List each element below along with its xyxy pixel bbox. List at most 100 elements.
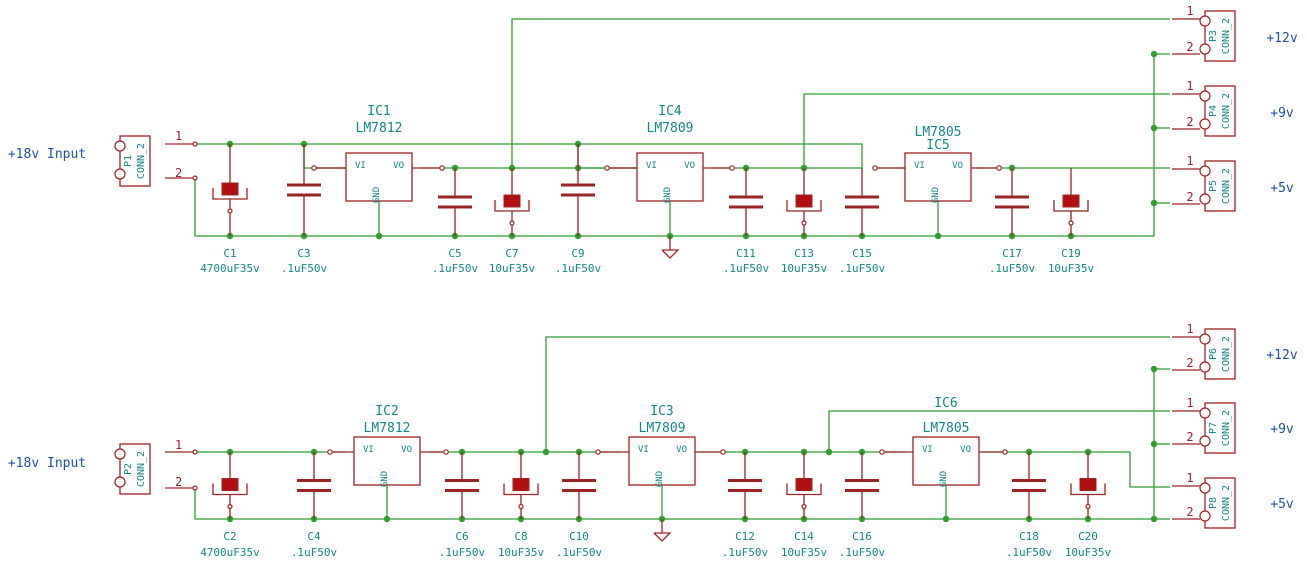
output-voltage-label: +5v [1270, 181, 1294, 196]
connector-value: CONN_2 [1221, 168, 1232, 204]
pin-end [604, 165, 610, 171]
wire [828, 410, 1170, 452]
capacitor-ref: C18 [1019, 530, 1039, 543]
regulator-value: LM7805 [923, 421, 970, 436]
regulator-value: LM7805 [915, 125, 962, 140]
regulator-body [345, 152, 413, 202]
capacitor-value: 10uF35v [498, 546, 545, 559]
pin-number: 2 [1186, 356, 1193, 370]
capacitor-value: 4700uF35v [200, 262, 260, 275]
connector-pin [1199, 510, 1211, 522]
capacitor-c13-pin [801, 220, 807, 226]
capacitor-value: .1uF50v [291, 546, 338, 559]
connector-pin [1199, 333, 1211, 345]
regulator-body [353, 436, 421, 486]
connector-value: CONN_2 [1221, 93, 1232, 129]
junction-dot [1150, 365, 1158, 373]
connector-value: CONN_2 [136, 143, 147, 179]
capacitor-value: .1uF50v [839, 546, 886, 559]
regulator-pin-gnd: GND [372, 187, 382, 203]
regulator-value: LM7809 [639, 421, 686, 436]
regulator-pin-vi: VI [914, 161, 925, 171]
regulator-pin-gnd: GND [380, 471, 390, 487]
connector-pin [1199, 43, 1211, 55]
capacitor-ref: C14 [794, 530, 814, 543]
pin-number: 1 [1186, 4, 1193, 18]
capacitor-c19-plate [1062, 194, 1080, 208]
pin-end [729, 165, 735, 171]
connector-pin [1199, 90, 1211, 102]
junction-dot [1150, 50, 1158, 58]
connector-ref: P4 [1208, 105, 1219, 117]
output-voltage-label: +12v [1266, 348, 1297, 363]
junction-dot [1150, 440, 1158, 448]
pin-number: 1 [1186, 154, 1193, 168]
pin-number: 2 [1186, 505, 1193, 519]
wire [545, 336, 1170, 452]
connector-ref: P6 [1208, 348, 1219, 360]
regulator-ref: IC1 [367, 104, 390, 119]
capacitor-value: .1uF50v [281, 262, 328, 275]
junction-dot [375, 232, 383, 240]
connector-pin [1199, 482, 1211, 494]
connector-pin [114, 168, 126, 180]
capacitor-ref: C19 [1061, 247, 1081, 260]
connector-pin [114, 448, 126, 460]
capacitor-ref: C1 [223, 247, 236, 260]
capacitor-value: .1uF50v [1006, 546, 1053, 559]
pin-end [720, 449, 726, 455]
pin-end [872, 165, 878, 171]
capacitor-ref: C5 [448, 247, 461, 260]
regulator-value: LM7812 [364, 421, 411, 436]
wire [985, 451, 1170, 488]
regulator-value: LM7812 [356, 121, 403, 136]
regulator-body [636, 152, 704, 202]
wire [303, 144, 346, 169]
capacitor-ref: C2 [223, 530, 236, 543]
pin-end [311, 165, 317, 171]
connector-ref: P5 [1208, 180, 1219, 192]
regulator-body [628, 436, 696, 486]
junction-dot [542, 448, 550, 456]
capacitor-ref: C12 [735, 530, 755, 543]
capacitor-ref: C15 [852, 247, 872, 260]
capacitor-c7-plate [503, 194, 521, 208]
connector-ref: P3 [1208, 30, 1219, 42]
regulator-pin-vi: VI [646, 161, 657, 171]
capacitor-value: .1uF50v [989, 262, 1036, 275]
pin-number: 1 [175, 438, 182, 452]
capacitor-ref: C3 [297, 247, 310, 260]
regulator-pin-vi: VI [355, 161, 366, 171]
capacitor-value: 4700uF35v [200, 546, 260, 559]
regulator-pin-gnd: GND [931, 187, 941, 203]
capacitor-value: 10uF35v [781, 262, 828, 275]
regulator-body [904, 152, 972, 202]
connector-pin [1199, 165, 1211, 177]
capacitor-value: 10uF35v [781, 546, 828, 559]
capacitor-value: .1uF50v [722, 546, 769, 559]
pin-end [879, 449, 885, 455]
capacitor-ref: C13 [794, 247, 814, 260]
connector-ref: P1 [123, 155, 134, 167]
capacitor-value: .1uF50v [723, 262, 770, 275]
connector-pin [1199, 435, 1211, 447]
connector-ref: P7 [1208, 422, 1219, 434]
regulator-value: LM7809 [647, 121, 694, 136]
regulator-pin-gnd: GND [655, 471, 665, 487]
capacitor-ref: C4 [307, 530, 321, 543]
capacitor-value: .1uF50v [839, 262, 886, 275]
regulator-pin-vo: VO [401, 445, 412, 455]
pin-number: 1 [1186, 396, 1193, 410]
capacitor-ref: C6 [455, 530, 468, 543]
regulator-pin-vo: VO [960, 445, 971, 455]
pin-end [439, 165, 445, 171]
pin-number: 1 [1186, 322, 1193, 336]
connector-pin [1199, 193, 1211, 205]
connector-value: CONN_2 [1221, 485, 1232, 521]
capacitor-value: .1uF50v [555, 262, 602, 275]
capacitor-value: 10uF35v [489, 262, 536, 275]
connector-value: CONN_2 [1221, 336, 1232, 372]
capacitor-ref: C20 [1078, 530, 1098, 543]
pin-number: 2 [1186, 40, 1193, 54]
